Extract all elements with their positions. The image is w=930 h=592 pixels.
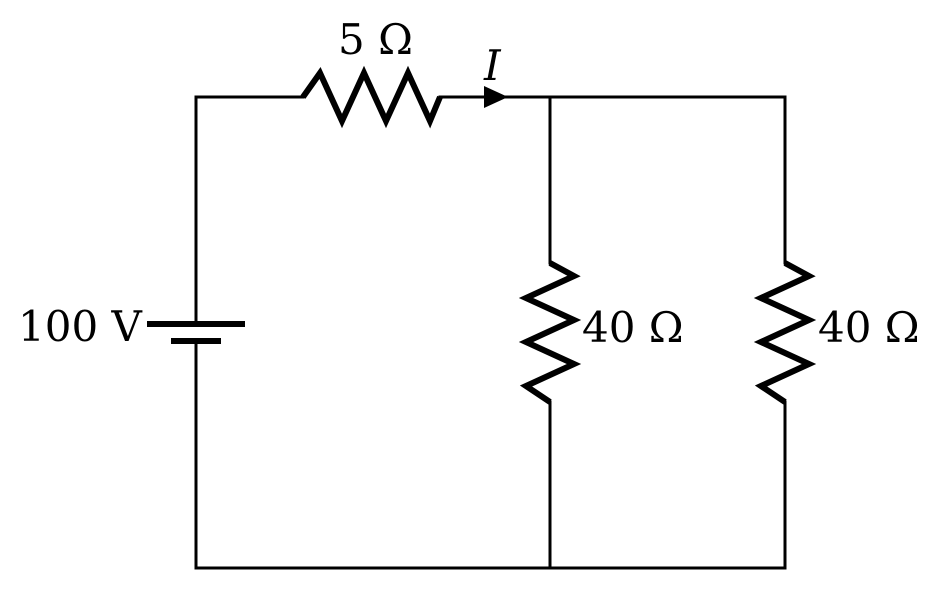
series-resistor: [300, 65, 443, 129]
battery-label: 100 V: [18, 302, 143, 351]
parallel-resistor-right: [753, 260, 817, 405]
parallel-resistor-left-label: 40 Ω: [582, 303, 684, 352]
parallel-resistor-right-label: 40 Ω: [818, 303, 920, 352]
battery-symbol: [147, 321, 245, 344]
wire-bottom: [194, 341, 787, 570]
wire-left-top: [194, 95, 305, 324]
series-resistor-label: 5 Ω: [338, 15, 413, 64]
current-label: I: [483, 41, 502, 90]
parallel-resistor-left: [518, 260, 582, 405]
wires: [194, 95, 787, 570]
current-arrow-icon: [484, 86, 508, 108]
